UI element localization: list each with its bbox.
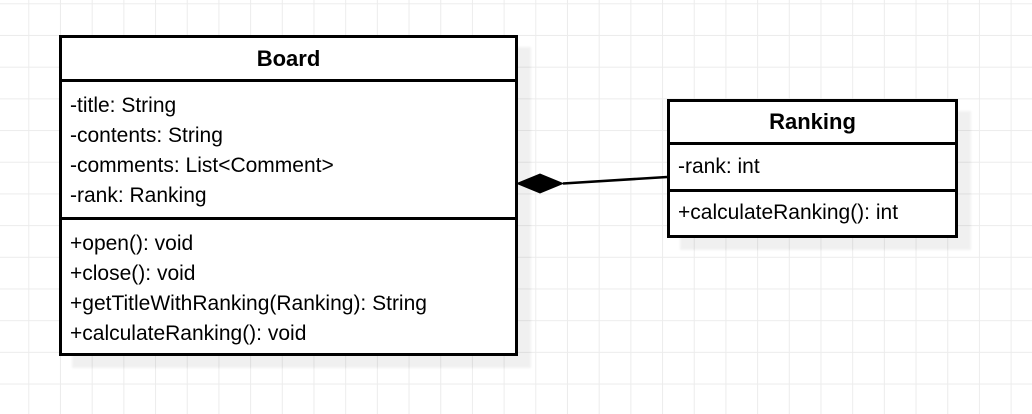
attribute-rank: -rank: Ranking — [70, 184, 207, 207]
association-line — [562, 175, 668, 185]
ranking-methods-section: +calculateRanking(): int — [670, 192, 955, 228]
method-open: +open(): void — [70, 232, 194, 255]
method-get-title-with-ranking: +getTitleWithRanking(Ranking): String — [70, 292, 427, 315]
board-attributes-section: -title: String -contents: String -commen… — [62, 82, 515, 220]
class-title-board: Board — [62, 38, 515, 82]
attribute-title: -title: String — [70, 94, 177, 117]
uml-class-board[interactable]: Board -title: String -contents: String -… — [59, 35, 518, 356]
class-title-ranking: Ranking — [670, 102, 955, 145]
method-calculate-ranking-int: +calculateRanking(): int — [678, 201, 899, 224]
composition-diamond-icon — [515, 173, 565, 194]
attribute-contents: -contents: String — [70, 124, 223, 147]
composition-connector[interactable] — [513, 166, 669, 200]
attribute-rank-int: -rank: int — [678, 155, 760, 178]
method-calculate-ranking: +calculateRanking(): void — [70, 322, 307, 345]
board-methods-section: +open(): void +close(): void +getTitleWi… — [62, 220, 515, 349]
attribute-comments: -comments: List<Comment> — [70, 154, 334, 177]
uml-class-ranking[interactable]: Ranking -rank: int +calculateRanking(): … — [667, 99, 958, 238]
ranking-attributes-section: -rank: int — [670, 145, 955, 192]
method-close: +close(): void — [70, 262, 196, 285]
